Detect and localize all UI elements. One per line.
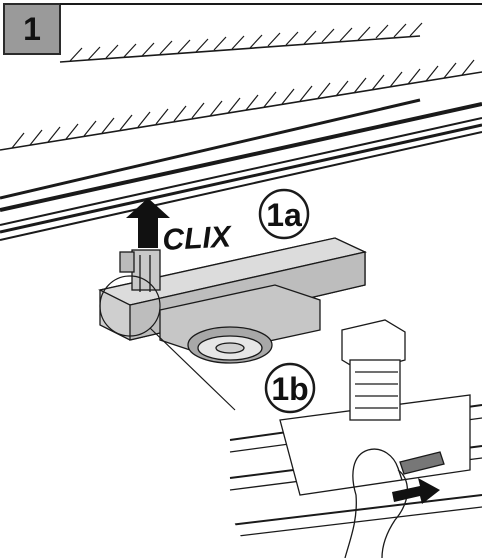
substep-1a-label: 1a — [266, 197, 302, 233]
magnifier-leader-line — [149, 327, 236, 411]
track-adapter-device — [98, 237, 367, 364]
detail-view — [229, 319, 482, 558]
substep-1b-circle — [264, 362, 316, 414]
substep-1b-label: 1b — [271, 371, 308, 407]
detail-magnifier-circle — [99, 275, 161, 337]
clix-label: CLIX — [162, 220, 234, 257]
track-rail — [0, 98, 482, 241]
step-number-box: 1 — [3, 3, 61, 55]
up-arrow — [126, 198, 170, 248]
ceiling-hatching-middle — [0, 59, 482, 151]
slide-right-arrow — [392, 478, 440, 504]
ceiling-hatching-top — [59, 22, 423, 63]
step-number: 1 — [23, 10, 41, 47]
substep-1a-circle — [258, 188, 310, 240]
